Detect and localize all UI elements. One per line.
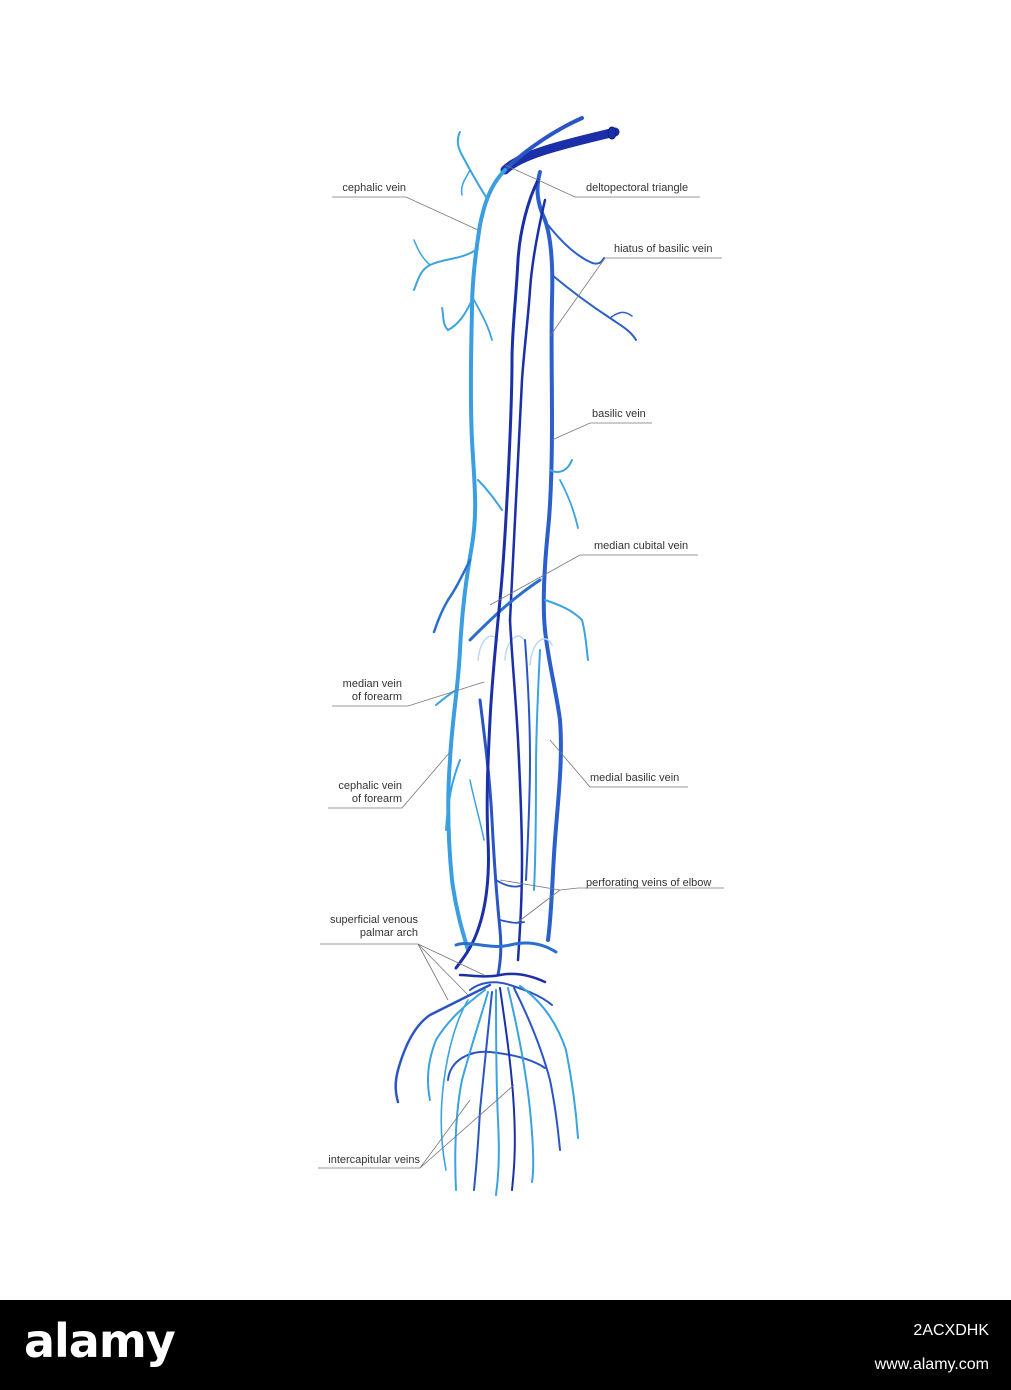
label-cephalic-vein-forearm-line1: cephalic vein [338, 780, 402, 792]
label-perforating-veins-elbow: perforating veins of elbow [586, 877, 712, 889]
label-median-cubital-vein: median cubital vein [594, 540, 689, 552]
venous-anatomy-illustration: cephalic vein deltopectoral triangle hia… [300, 116, 724, 1196]
alamy-logo: alamy [24, 1314, 176, 1368]
label-cephalic-vein-forearm: cephalic vein of forearm [300, 780, 402, 806]
label-intercapitular-veins: intercapitular veins [328, 1154, 420, 1166]
label-superficial-palmar-arch-line1: superficial venous [329, 914, 418, 926]
forearm-veins [435, 578, 558, 977]
label-cephalic-vein: cephalic vein [342, 182, 406, 194]
leader-lines [318, 164, 724, 1169]
label-superficial-palmar-arch-line2: palmar arch [359, 927, 418, 939]
label-basilic-vein: basilic vein [592, 408, 646, 420]
label-median-vein-forearm-line2: of forearm [351, 691, 402, 703]
hand-veins [394, 972, 579, 1196]
vein-diagram [318, 116, 724, 1196]
label-deltopectoral-triangle: deltopectoral triangle [586, 182, 689, 194]
basilic-vein-path [498, 170, 637, 942]
axillary-vein [500, 116, 620, 175]
label-median-vein-forearm-line1: median vein [342, 678, 402, 690]
label-cephalic-vein-forearm-line2: of forearm [351, 793, 402, 805]
label-hiatus-basilic-vein: hiatus of basilic vein [614, 243, 713, 255]
label-median-vein-forearm: median vein of forearm [300, 678, 402, 704]
label-medial-basilic-vein: medial basilic vein [590, 772, 680, 784]
image-id: 2ACXDHK [913, 1322, 989, 1339]
cephalic-vein-path [413, 131, 507, 952]
stock-footer-bar: alamy 2ACXDHK www.alamy.com [0, 1300, 1011, 1390]
label-superficial-palmar-arch: superficial venous palmar arch [300, 914, 418, 940]
site-url: www.alamy.com [874, 1356, 989, 1373]
